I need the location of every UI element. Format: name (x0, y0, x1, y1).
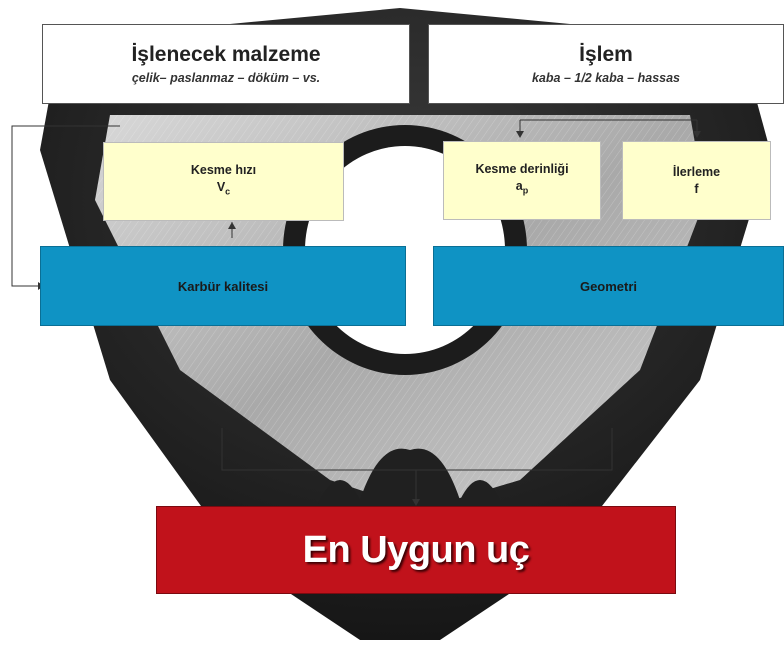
cutting-depth-symbol: ap (515, 179, 529, 196)
cutting-speed-label: Kesme hızı (190, 163, 257, 178)
cutting-depth-label: Kesme derinliği (475, 162, 569, 177)
operation-subtitle: kaba – 1/2 kaba – hassas (531, 70, 681, 85)
material-box: İşlenecek malzeme çelik– paslanmaz – dök… (42, 24, 410, 104)
material-subtitle: çelik– paslanmaz – döküm – vs. (131, 70, 321, 85)
connector-lines (11, 119, 698, 505)
optimal-insert-label: En Uygun uç (302, 528, 530, 571)
feed-symbol: f (694, 181, 699, 196)
feed-label: İlerleme (672, 164, 721, 179)
geometry-box: Geometri (433, 246, 784, 326)
optimal-insert-box: En Uygun uç (156, 506, 676, 594)
carbide-grade-label: Karbür kalitesi (177, 278, 269, 294)
cutting-speed-box: Kesme hızı Vc (103, 142, 344, 221)
feed-box: İlerleme f (622, 141, 771, 220)
carbide-grade-box: Karbür kalitesi (40, 246, 406, 326)
operation-title: İşlem (579, 42, 633, 66)
operation-box: İşlem kaba – 1/2 kaba – hassas (428, 24, 784, 104)
geometry-label: Geometri (579, 278, 638, 294)
material-title: İşlenecek malzeme (131, 42, 321, 66)
cutting-speed-symbol: Vc (216, 180, 231, 197)
cutting-depth-box: Kesme derinliği ap (443, 141, 601, 220)
